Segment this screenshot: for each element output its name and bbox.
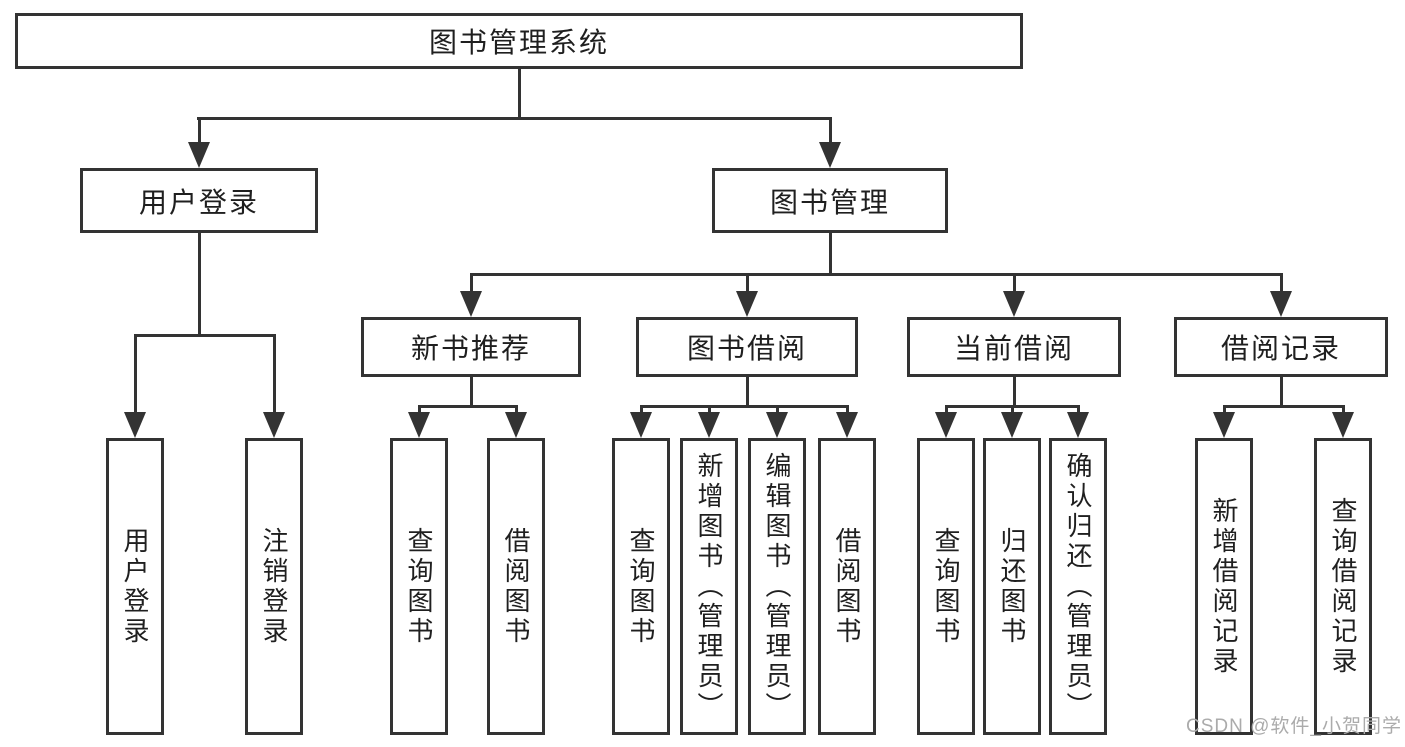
arrow-down-query-books-current-icon: [935, 412, 957, 438]
connector-shaft-query-books-current: [944, 405, 948, 415]
arrow-down-query-borrow-record-icon: [1332, 412, 1354, 438]
connector-borrow-stem: [745, 377, 749, 407]
node-new-book-recommend: 新书推荐: [361, 317, 581, 377]
connector-shaft-borrow-books-recommend: [514, 405, 518, 415]
node-book-borrow: 图书借阅: [636, 317, 858, 377]
connector-shaft-borrow-records: [1279, 273, 1283, 293]
arrow-down-add-borrow-record-icon: [1213, 412, 1235, 438]
connector-root-stem: [518, 66, 521, 120]
connector-shaft-confirm-return: [1076, 405, 1080, 415]
connector-shaft-return-book: [1010, 405, 1014, 415]
arrow-down-new-book-recommend-icon: [460, 291, 482, 317]
leaf-query-borrow-record: 查询借阅记录: [1314, 438, 1372, 735]
connector-level1-horizontal: [197, 117, 832, 120]
connector-recommend-stem: [469, 377, 473, 407]
leaf-edit-book-admin: 编辑图书（管理员）: [748, 438, 806, 735]
connector-book-management-stem: [828, 233, 832, 276]
connector-records-horizontal: [1222, 405, 1345, 408]
connector-recommend-horizontal: [417, 405, 518, 408]
connector-shaft-query-books-borrow: [639, 405, 643, 415]
arrow-down-leaf-logout-icon: [263, 412, 285, 438]
leaf-query-books-borrow: 查询图书: [612, 438, 670, 735]
connector-shaft-query-books-recommend: [417, 405, 421, 415]
arrow-down-return-book-icon: [1001, 412, 1023, 438]
connector-shaft-leaf-user-login: [133, 334, 137, 414]
connector-shaft-book-management: [828, 117, 832, 144]
node-borrow-records: 借阅记录: [1174, 317, 1388, 377]
arrow-down-query-books-recommend-icon: [408, 412, 430, 438]
arrow-down-leaf-user-login-icon: [124, 412, 146, 438]
connector-current-stem: [1012, 377, 1016, 407]
connector-shaft-book-borrow: [745, 273, 749, 293]
connector-shaft-borrow-books-borrow: [845, 405, 849, 415]
connector-shaft-user-login: [197, 117, 201, 144]
leaf-query-books-current: 查询图书: [917, 438, 975, 735]
arrow-down-edit-book-icon: [766, 412, 788, 438]
arrow-down-add-book-icon: [698, 412, 720, 438]
leaf-return-book: 归还图书: [983, 438, 1041, 735]
connector-shaft-leaf-logout: [272, 334, 276, 414]
leaf-user-login: 用户登录: [106, 438, 164, 735]
node-current-borrow: 当前借阅: [907, 317, 1121, 377]
connector-shaft-current-borrow: [1012, 273, 1016, 293]
arrow-down-book-management-icon: [819, 142, 841, 168]
connector-user-login-stem: [197, 233, 201, 337]
node-book-management: 图书管理: [712, 168, 948, 233]
leaf-borrow-books-borrow: 借阅图书: [818, 438, 876, 735]
arrow-down-book-borrow-icon: [736, 291, 758, 317]
arrow-down-user-login-icon: [188, 142, 210, 168]
connector-shaft-add-borrow-record: [1222, 405, 1226, 415]
leaf-add-borrow-record: 新增借阅记录: [1195, 438, 1253, 735]
arrow-down-borrow-records-icon: [1270, 291, 1292, 317]
leaf-query-books-recommend: 查询图书: [390, 438, 448, 735]
leaf-logout: 注销登录: [245, 438, 303, 735]
arrow-down-current-borrow-icon: [1003, 291, 1025, 317]
node-library-management-system: 图书管理系统: [15, 13, 1023, 69]
leaf-borrow-books-recommend: 借阅图书: [487, 438, 545, 735]
connector-user-login-horizontal: [133, 334, 276, 337]
leaf-confirm-return-admin: 确认归还（管理员）: [1049, 438, 1107, 735]
connector-shaft-query-borrow-record: [1341, 405, 1345, 415]
connector-level3-horizontal: [469, 273, 1283, 276]
node-user-login: 用户登录: [80, 168, 318, 233]
arrow-down-query-books-borrow-icon: [630, 412, 652, 438]
arrow-down-borrow-books-borrow-icon: [836, 412, 858, 438]
connector-borrow-horizontal: [639, 405, 849, 408]
csdn-watermark: CSDN @软件_小贺同学: [1186, 716, 1402, 737]
arrow-down-confirm-return-icon: [1067, 412, 1089, 438]
arrow-down-borrow-books-recommend-icon: [505, 412, 527, 438]
connector-shaft-edit-book: [775, 405, 779, 415]
connector-shaft-new-book-recommend: [469, 273, 473, 293]
leaf-add-book-admin: 新增图书（管理员）: [680, 438, 738, 735]
connector-records-stem: [1279, 377, 1283, 407]
connector-shaft-add-book: [707, 405, 711, 415]
